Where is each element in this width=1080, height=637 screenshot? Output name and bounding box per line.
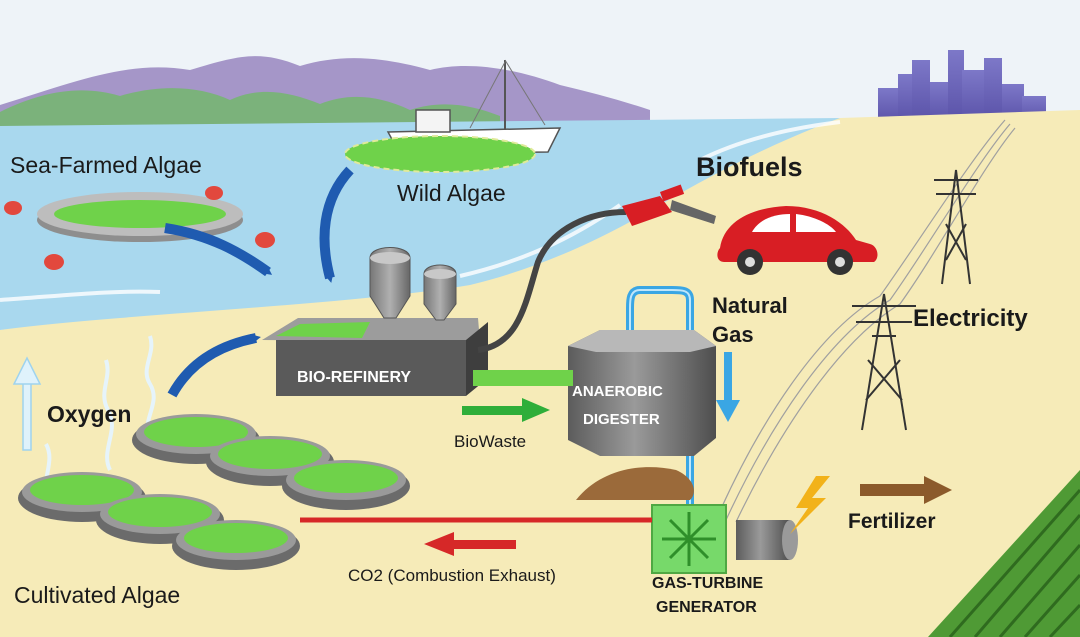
gas-turbine (651, 504, 727, 574)
label-wild-algae: Wild Algae (397, 180, 506, 206)
sea-water (0, 118, 840, 330)
label-electricity: Electricity (913, 305, 1028, 332)
label-natural-gas-line2: Gas (712, 322, 754, 347)
label-generator: GENERATOR (656, 599, 757, 616)
buoys (4, 186, 275, 270)
generator-cylinder (736, 520, 798, 560)
arrow-sea-to-refinery (164, 223, 273, 277)
label-digester: DIGESTER (583, 411, 660, 428)
bio-refinery (262, 247, 488, 396)
lightning-bolt (790, 476, 830, 534)
arrow-wild-to-refinery (319, 166, 354, 283)
arrow-natural-gas-down (716, 352, 740, 422)
label-natural-gas-line1: Natural (712, 293, 788, 318)
city-skyline (878, 50, 1046, 122)
label-biofuels: Biofuels (696, 152, 803, 182)
label-biowaste: BioWaste (454, 432, 527, 451)
arrow-biowaste (462, 398, 550, 422)
power-tower-far (934, 169, 978, 285)
arrow-oxygen-up (12, 356, 42, 451)
power-lines (715, 119, 1016, 523)
compost-pile (576, 467, 694, 500)
arrow-fertilizer (860, 476, 952, 504)
red-car (717, 206, 878, 275)
crop-field (928, 470, 1080, 637)
anaerobic-digester (568, 330, 716, 456)
label-co2: CO2 (Combustion Exhaust) (348, 566, 556, 585)
label-bio-refinery: BIO-REFINERY (297, 369, 412, 386)
biowaste-pipe (473, 370, 573, 386)
label-oxygen: Oxygen (47, 401, 132, 427)
wild-algae-patch (344, 135, 536, 173)
label-anaerobic: ANAEROBIC (572, 383, 663, 400)
arrow-cultivated-to-refinery (167, 333, 261, 398)
cultivated-algae-ponds (18, 414, 410, 570)
fuel-hose (477, 209, 627, 353)
power-tower-near (852, 293, 916, 431)
label-fertilizer: Fertilizer (848, 510, 936, 533)
fuel-nozzle (622, 184, 716, 226)
arrow-co2 (424, 532, 516, 556)
label-sea-farmed-algae: Sea-Farmed Algae (10, 152, 202, 178)
sea-farm-ring (37, 192, 243, 242)
natural-gas-pipe-highlight (629, 289, 691, 505)
label-gas-turbine: GAS-TURBINE (652, 575, 764, 592)
label-cultivated-algae: Cultivated Algae (14, 582, 181, 608)
